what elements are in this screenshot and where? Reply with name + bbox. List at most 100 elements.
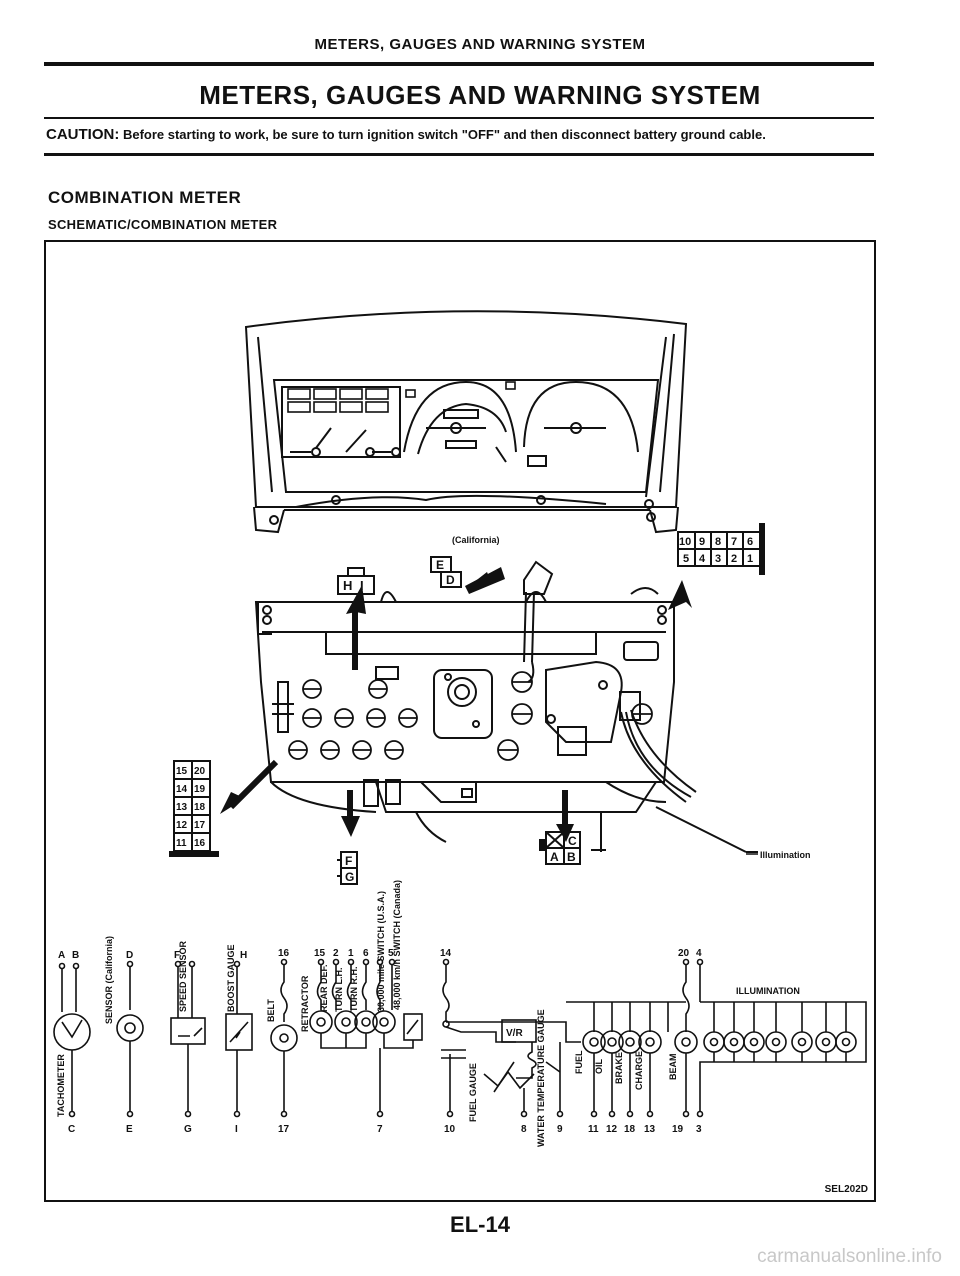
label-fuel-gauge: FUEL GAUGE bbox=[468, 1063, 478, 1122]
terminal-20: 20 bbox=[678, 948, 690, 959]
pin-13: 13 bbox=[176, 802, 188, 813]
pin-14: 14 bbox=[176, 784, 188, 795]
label-vr: V/R bbox=[506, 1028, 523, 1039]
page-title: METERS, GAUGES AND WARNING SYSTEM bbox=[199, 80, 761, 110]
terminal-7: 7 bbox=[377, 1124, 383, 1135]
terminal-h: H bbox=[240, 950, 247, 961]
caution-label: CAUTION: bbox=[46, 126, 120, 143]
pin-8: 8 bbox=[715, 536, 721, 548]
connector-b: B bbox=[567, 850, 576, 864]
label-oil: OIL bbox=[594, 1058, 604, 1074]
pin-12: 12 bbox=[176, 820, 188, 831]
terminal-3: 3 bbox=[696, 1124, 702, 1135]
terminal-19: 19 bbox=[672, 1124, 684, 1135]
label-brake: BRAKE bbox=[614, 1052, 624, 1084]
diagram-code: SEL202D bbox=[824, 1184, 868, 1195]
connector-fg bbox=[337, 851, 358, 885]
terminal-c: C bbox=[68, 1124, 75, 1135]
pin-16: 16 bbox=[194, 838, 206, 849]
pin-20: 20 bbox=[194, 766, 206, 777]
connector-g: G bbox=[345, 870, 354, 884]
title-rule bbox=[44, 117, 874, 119]
caution-rule bbox=[44, 153, 874, 156]
running-header: METERS, GAUGES AND WARNING SYSTEM bbox=[314, 36, 646, 53]
terminal-13: 13 bbox=[644, 1124, 656, 1135]
terminal-2: 2 bbox=[333, 948, 339, 959]
connector-hi: H I bbox=[337, 567, 375, 595]
caution-text: Before starting to work, be sure to turn… bbox=[122, 127, 766, 142]
pin-10: 10 bbox=[679, 536, 691, 548]
terminal-i: I bbox=[235, 1124, 238, 1135]
connector-1-10 bbox=[677, 523, 765, 575]
tachometer-dial bbox=[523, 380, 639, 453]
diagram-frame: H I (California) E D 10 9 8 7 6 5 4 3 2 … bbox=[44, 240, 876, 1202]
pin-2: 2 bbox=[731, 553, 737, 565]
terminal-8: 8 bbox=[521, 1124, 527, 1135]
label-fuel: FUEL bbox=[574, 1050, 584, 1074]
pin-6: 6 bbox=[747, 536, 753, 548]
illumination-note: Illumination bbox=[760, 850, 811, 860]
label-illumination: ILLUMINATION bbox=[736, 986, 800, 996]
page-number: EL-14 bbox=[450, 1212, 510, 1237]
caution-note: CAUTION: Before starting to work, be sur… bbox=[46, 126, 766, 143]
subsection-heading: SCHEMATIC/COMBINATION METER bbox=[48, 217, 278, 232]
pointer-arrows bbox=[220, 567, 692, 842]
meter-rear-housing bbox=[254, 601, 675, 783]
section-heading: COMBINATION METER bbox=[48, 188, 242, 207]
terminal-12: 12 bbox=[606, 1124, 618, 1135]
label-sensor-california: SENSOR (California) bbox=[104, 936, 114, 1024]
pin-7: 7 bbox=[731, 536, 737, 548]
terminal-b: B bbox=[72, 950, 79, 961]
schematic-diagram: H I (California) E D 10 9 8 7 6 5 4 3 2 … bbox=[53, 310, 867, 1147]
label-rear-def: REAR DEF. bbox=[319, 964, 329, 1012]
terminal-10: 10 bbox=[444, 1124, 456, 1135]
pin-15: 15 bbox=[176, 766, 188, 777]
pin-11: 11 bbox=[176, 838, 187, 849]
connector-e: E bbox=[436, 558, 444, 572]
terminal-18: 18 bbox=[624, 1124, 636, 1135]
terminal-14: 14 bbox=[440, 948, 452, 959]
pin-17: 17 bbox=[194, 820, 206, 831]
pin-9: 9 bbox=[699, 536, 705, 548]
tachometer-symbol bbox=[53, 1013, 91, 1051]
terminal-1: 1 bbox=[348, 948, 354, 959]
terminal-a: A bbox=[58, 950, 65, 961]
terminal-11: 11 bbox=[588, 1124, 599, 1135]
pin-5: 5 bbox=[683, 553, 689, 565]
california-label: (California) bbox=[452, 535, 500, 545]
pin-18: 18 bbox=[194, 802, 206, 813]
connector-cab bbox=[539, 831, 581, 865]
label-turn-rh: TURN R.H. bbox=[349, 967, 359, 1013]
label-tachometer: TACHOMETER bbox=[56, 1054, 66, 1117]
connector-ed bbox=[430, 556, 462, 588]
connector-11-20 bbox=[169, 760, 219, 857]
terminal-e: E bbox=[126, 1124, 133, 1135]
speedometer-dial bbox=[403, 380, 517, 453]
label-boost-gauge: BOOST GAUGE bbox=[226, 944, 236, 1012]
terminal-g: G bbox=[184, 1124, 192, 1135]
label-switch-canada: 48,000 km/h SWITCH (Canada) bbox=[392, 880, 402, 1010]
label-belt: BELT bbox=[266, 999, 276, 1022]
terminal-5: 5 bbox=[388, 948, 394, 959]
pin-4: 4 bbox=[699, 553, 706, 565]
terminal-15: 15 bbox=[314, 948, 326, 959]
terminal-6: 6 bbox=[363, 948, 369, 959]
wiring-schematic bbox=[53, 958, 867, 1118]
label-retractor: RETRACTOR bbox=[300, 975, 310, 1032]
terminal-d: D bbox=[126, 950, 133, 961]
terminal-9: 9 bbox=[557, 1124, 563, 1135]
pin-1: 1 bbox=[747, 553, 753, 565]
meter-housing bbox=[244, 310, 688, 508]
pin-3: 3 bbox=[715, 553, 721, 565]
label-beam: BEAM bbox=[668, 1054, 678, 1081]
connector-hi-i: I bbox=[360, 578, 364, 593]
label-switch-usa: 30,000 mile SWITCH (U.S.A.) bbox=[376, 891, 386, 1012]
terminal-16: 16 bbox=[278, 948, 290, 959]
watermark: carmanualsonline.info bbox=[757, 1246, 942, 1267]
label-water-temp-gauge: WATER TEMPERATURE GAUGE bbox=[536, 1009, 546, 1147]
header-rule bbox=[44, 62, 874, 66]
terminal-f: F bbox=[174, 950, 180, 961]
label-turn-lh: TURN L.H. bbox=[334, 968, 344, 1013]
terminal-17: 17 bbox=[278, 1124, 290, 1135]
pin-19: 19 bbox=[194, 784, 206, 795]
